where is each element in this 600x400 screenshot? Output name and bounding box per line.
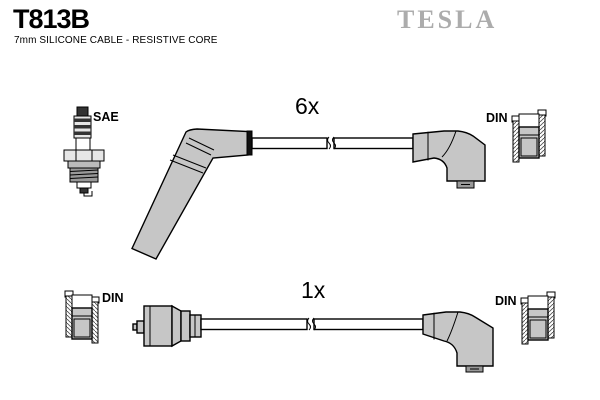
spark-plug-icon [63, 106, 105, 197]
qty-6x-label: 6x [295, 93, 320, 119]
cable-segment [200, 318, 308, 331]
cable-6x: 6x [131, 93, 486, 260]
cable-break-icon [307, 317, 316, 331]
cable-segment [333, 137, 414, 150]
qty-1x-label: 1x [301, 277, 326, 303]
din-label-bottom-right: DIN [495, 294, 517, 308]
din-label-top-right: DIN [486, 111, 508, 125]
right-angle-boot [412, 130, 486, 182]
part-number: T813B [13, 4, 90, 34]
din-icon-bottom-right [520, 291, 556, 345]
din-icon-top-right [511, 109, 547, 163]
cable-break-icon [327, 136, 336, 150]
angled-boot [131, 128, 249, 260]
cable-segment [313, 318, 424, 331]
right-angle-boot [422, 311, 494, 367]
straight-boot [132, 304, 202, 348]
tesla-logo: TESLA [397, 5, 498, 34]
din-icon-bottom-left [64, 290, 100, 344]
cable-1x: 1x [132, 277, 494, 373]
sae-label: SAE [93, 110, 119, 124]
product-subtitle: 7mm SILICONE CABLE - RESISTIVE CORE [14, 35, 218, 46]
din-label-bottom-left: DIN [102, 291, 124, 305]
cable-collar [246, 130, 253, 156]
cable-segment [251, 137, 328, 150]
boot-flex-marks [169, 137, 215, 174]
